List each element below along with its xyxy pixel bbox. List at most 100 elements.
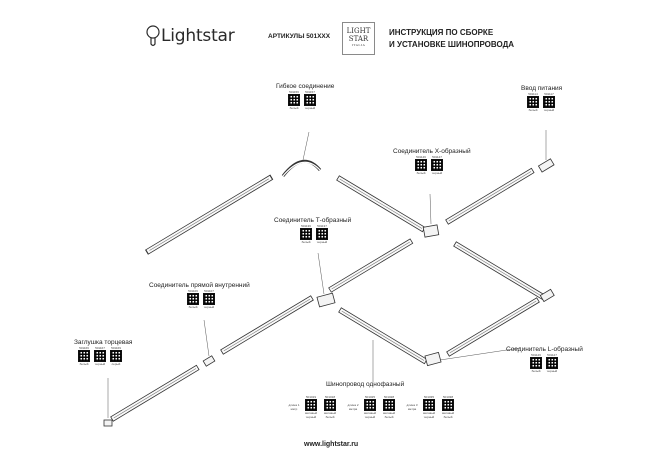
track-rail (445, 167, 535, 225)
product-item: 501038 матовый белый (440, 395, 456, 419)
qr-code (316, 228, 328, 240)
product-code: 501157 (305, 90, 315, 94)
track-rail (338, 307, 428, 365)
color-caption: белый (301, 240, 311, 244)
brand-name: Lightstar (161, 26, 235, 46)
color-caption: черный (431, 171, 443, 175)
straight-connector (202, 355, 216, 367)
color-caption: серый (111, 362, 121, 366)
emblem-line-2: STAR (348, 35, 369, 43)
qr-code (203, 293, 215, 305)
x-connector (422, 224, 440, 238)
product-code: 501038 (442, 395, 453, 399)
color-caption: белый (289, 106, 299, 110)
qr-code (300, 228, 312, 240)
product-item: 501019 матовый черный (303, 395, 319, 419)
product-code: 501114 (528, 92, 538, 96)
product-code: 501126 (531, 353, 541, 357)
product-code: 501019 (305, 395, 316, 399)
track-length: длина 3 метра (406, 403, 418, 411)
l-connector (424, 351, 442, 367)
color-caption: белый (79, 362, 89, 366)
callout-title: Соединитель Т-образный (274, 217, 352, 224)
color-caption: черный (304, 106, 316, 110)
power-input (537, 158, 555, 173)
track-length: длина 2 метра (347, 403, 359, 411)
color-caption: матовый белый (323, 411, 337, 419)
callout-title: Заглушка торцевая (74, 339, 133, 346)
lightbulb-icon (146, 25, 160, 47)
qr-code (442, 399, 454, 411)
track-rail (453, 241, 547, 301)
qr-code (383, 399, 395, 411)
callout-title: Гибкое соединение (276, 83, 335, 90)
qr-code (415, 159, 427, 171)
color-caption: черный (316, 240, 328, 244)
color-caption: белый (528, 108, 538, 112)
color-caption: матовый черный (304, 411, 318, 419)
product-code: 501169 (111, 346, 121, 350)
track-rail (145, 174, 274, 255)
end-fitting (539, 288, 555, 303)
product-code: 501018 (324, 395, 335, 399)
track-rail (110, 364, 200, 422)
website-link[interactable]: www.lightstar.ru (304, 441, 359, 448)
qr-code (364, 399, 376, 411)
product-item: 501156 белый (288, 90, 300, 110)
callout-title: Соединитель X-образный (393, 148, 471, 155)
product-code: 501127 (547, 353, 557, 357)
emblem-line-3: ITALIA (351, 43, 366, 47)
color-caption: матовый черный (422, 411, 436, 419)
product-item: 501169 серый (110, 346, 122, 366)
track-group: длина 2 метра 501025 матовый черный 50102… (347, 395, 397, 419)
lightstar-logo: Lightstar (145, 24, 235, 48)
color-caption: черный (203, 305, 215, 309)
product-code: 501117 (544, 92, 554, 96)
callout-track-title: Шинопровод однофазный (326, 381, 405, 388)
t-connector (316, 292, 336, 308)
track-length: длина 1 метр (288, 403, 300, 411)
product-item: 501114 белый (527, 92, 539, 112)
product-item: 501117 черный (543, 92, 555, 112)
callout-l-connector: Соединитель L-образный 501126 белый 50112… (506, 346, 583, 373)
color-caption: белый (531, 369, 541, 373)
qr-code (110, 350, 122, 362)
color-caption: белый (416, 171, 426, 175)
product-code: 501137 (317, 224, 327, 228)
product-item: 501137 черный (316, 224, 328, 244)
track-rail (328, 238, 414, 293)
product-item: 501107 черный (203, 289, 215, 309)
product-code: 501156 (289, 90, 299, 94)
color-caption: черный (94, 362, 106, 366)
product-code: 501136 (301, 224, 311, 228)
callout-title: Соединитель L-образный (506, 346, 583, 353)
product-code: 501107 (204, 289, 214, 293)
qr-code (546, 357, 558, 369)
color-caption: черный (543, 108, 555, 112)
color-caption: белый (188, 305, 198, 309)
product-item: 501166 белый (78, 346, 90, 366)
callout-track: длина 1 метр 501019 матовый черный 501018… (288, 395, 456, 419)
qr-code (324, 399, 336, 411)
product-code: 501166 (79, 346, 89, 350)
product-code: 501025 (364, 395, 375, 399)
color-caption: матовый черный (363, 411, 377, 419)
qr-code (543, 96, 555, 108)
heading-line-1: ИНСТРУКЦИЯ ПО СБОРКЕ (389, 28, 494, 37)
qr-code (530, 357, 542, 369)
leader-lines (107, 130, 547, 418)
color-caption: матовый белый (441, 411, 455, 419)
qr-code (78, 350, 90, 362)
product-code: 501147 (432, 155, 442, 159)
qr-code (288, 94, 300, 106)
product-item: 501018 матовый белый (322, 395, 338, 419)
product-code: 501035 (423, 395, 434, 399)
product-item: 501126 белый (530, 353, 542, 373)
